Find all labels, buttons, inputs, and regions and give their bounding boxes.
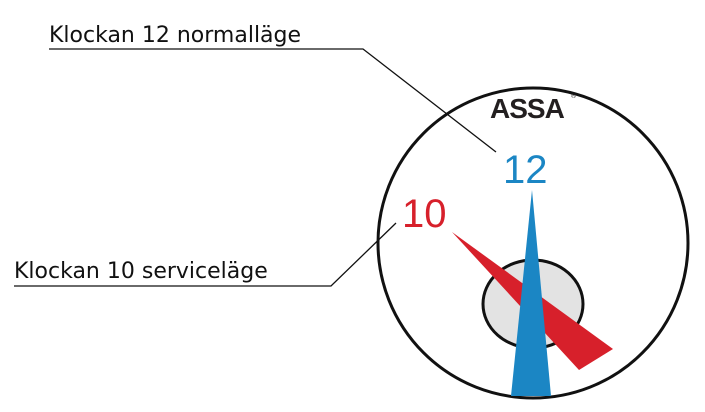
dial-number-12: 12 (503, 148, 548, 192)
callout-leader-service (14, 222, 397, 287)
callout-label-normal: Klockan 12 normalläge (49, 23, 301, 48)
dial-number-10: 10 (402, 192, 447, 236)
callout-leader-normal (49, 48, 497, 153)
normal-position-pointer (511, 190, 551, 396)
registered-mark: ® (571, 92, 577, 100)
brand-logo: ASSA (490, 93, 565, 124)
callout-label-service: Klockan 10 serviceläge (14, 259, 268, 284)
